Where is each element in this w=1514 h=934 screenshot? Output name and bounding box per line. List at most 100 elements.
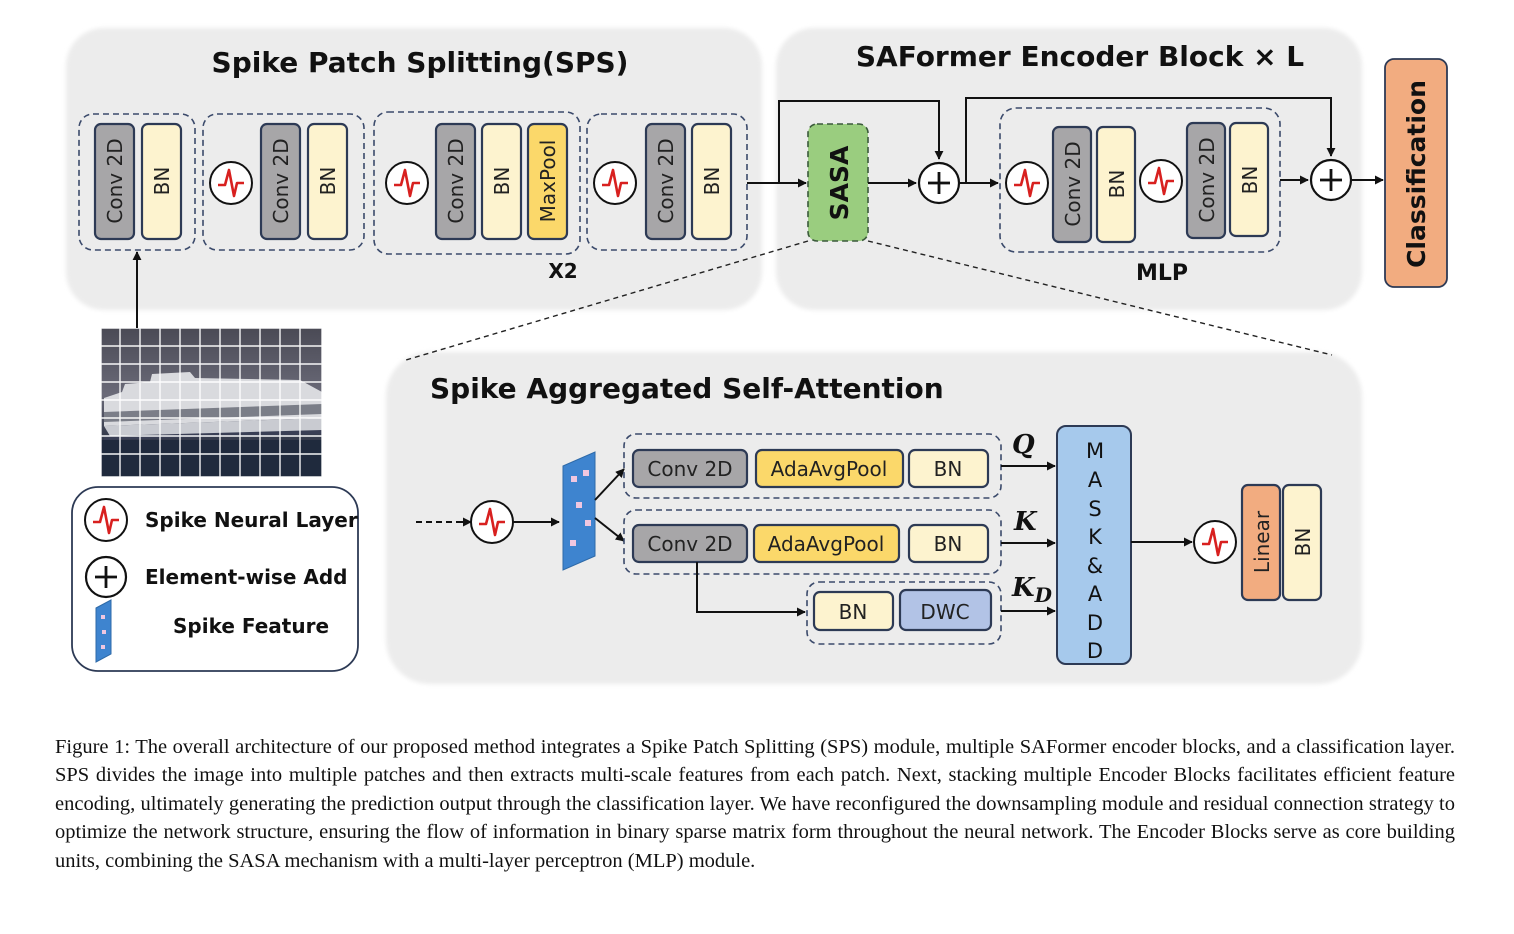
sps-bn-4-label: BN	[700, 167, 724, 196]
q-conv-label: Conv 2D	[647, 457, 732, 481]
svg-text:M: M	[1086, 439, 1104, 463]
svg-text:K: K	[1088, 525, 1103, 549]
feature-to-k-arrow	[594, 517, 625, 542]
q-adapool	[754, 448, 905, 489]
sps-title: Spike Patch Splitting(SPS)	[212, 46, 629, 79]
input-image	[100, 327, 323, 478]
sps-spike-icon-1	[208, 160, 254, 206]
output-bn-label: BN	[1291, 528, 1315, 557]
legend-element-wise-add: Element-wise Add	[145, 565, 347, 589]
output-bn-block	[1281, 483, 1323, 602]
figure-caption: Figure 1: The overall architecture of ou…	[55, 736, 1455, 872]
k-conv	[631, 523, 749, 564]
mlp-bn-1-label: BN	[1105, 170, 1129, 199]
sps-conv-3	[434, 122, 477, 241]
q-bn-label: BN	[934, 457, 963, 481]
k-adapool	[752, 523, 901, 564]
mlp-bn-2-label: BN	[1238, 166, 1262, 195]
legend-spike-feature: Spike Feature	[173, 614, 329, 638]
svg-text:A: A	[1088, 582, 1103, 606]
sps-group-4	[586, 113, 748, 251]
sps-conv-3-label: Conv 2D	[444, 138, 468, 223]
sps-bn-1	[140, 122, 183, 241]
mlp-conv-2-label: Conv 2D	[1195, 137, 1219, 222]
sps-maxpool	[526, 122, 569, 241]
sps-maxpool-label: MaxPool	[536, 140, 560, 223]
q-bn	[907, 448, 990, 489]
svg-text:A: A	[1088, 468, 1103, 492]
sps-repeat-label: X2	[548, 259, 577, 283]
sps-conv-4	[644, 122, 687, 241]
sps-bn-4	[690, 122, 733, 241]
zoom-line-left	[405, 240, 809, 361]
legend-box	[71, 486, 359, 672]
attention-spike-icon	[469, 499, 515, 545]
mlp-label: MLP	[1136, 261, 1188, 286]
mlp-conv-1	[1051, 125, 1093, 244]
k-conv-label: Conv 2D	[647, 532, 732, 556]
sasa-label: SASA	[825, 145, 854, 220]
output-spike-icon	[1192, 519, 1238, 565]
mlp-conv-2	[1185, 121, 1227, 240]
k-label: K	[1013, 507, 1038, 537]
sps-conv-1-label: Conv 2D	[103, 138, 127, 223]
classification-block	[1384, 58, 1448, 288]
mlp-spike-icon-1	[1004, 160, 1050, 206]
k-bn-label: BN	[934, 532, 963, 556]
encoder-title: SAFormer Encoder Block × L	[856, 40, 1304, 73]
svg-text:D: D	[1087, 639, 1103, 663]
legend-spike-icon	[83, 497, 129, 543]
linear-label: Linear	[1250, 510, 1274, 573]
sps-bn-2-label: BN	[316, 167, 340, 196]
kd-dwc	[898, 588, 993, 632]
sps-conv-2-label: Conv 2D	[269, 138, 293, 223]
sps-bn-1-label: BN	[150, 167, 174, 196]
q-label: Q	[1012, 430, 1035, 460]
mask-add-label: M A S K & A D D	[1086, 439, 1104, 663]
residual-skip-1	[778, 100, 944, 183]
sps-spike-icon-3	[592, 160, 638, 206]
legend-spike-feature-icon	[95, 599, 112, 663]
sps-bn-3-label: BN	[490, 167, 514, 196]
mlp-conv-1-label: Conv 2D	[1061, 141, 1085, 226]
sps-conv-4-label: Conv 2D	[654, 138, 678, 223]
mlp-spike-icon-2	[1138, 158, 1184, 204]
sps-conv-1	[93, 122, 136, 241]
k-adapool-label: AdaAvgPool	[768, 532, 885, 556]
encoder-add-icon-1	[917, 161, 961, 205]
sps-group-3	[373, 111, 581, 255]
sps-spike-icon-2	[384, 160, 430, 206]
mlp-bn-2	[1228, 121, 1270, 238]
kd-label: KD	[1011, 573, 1053, 607]
q-conv	[631, 448, 749, 489]
sps-bn-3	[480, 122, 523, 241]
svg-text:&: &	[1087, 554, 1103, 578]
kd-branch-group	[806, 581, 1002, 645]
residual-skip-2	[965, 97, 1336, 183]
legend-spike-neural-layer: Spike Neural Layer	[145, 508, 358, 532]
architecture-diagram: Spike Patch Splitting(SPS) SAFormer Enco…	[66, 28, 1448, 684]
svg-text:S: S	[1088, 497, 1101, 521]
linear-block	[1240, 483, 1282, 602]
k-bn	[907, 523, 990, 564]
attention-title: Spike Aggregated Self-Attention	[430, 372, 944, 405]
legend-add-icon	[84, 555, 128, 599]
kd-bn-label: BN	[839, 600, 868, 624]
q-adapool-label: AdaAvgPool	[771, 457, 888, 481]
zoom-line-right	[867, 240, 1333, 356]
mlp-group	[999, 107, 1281, 253]
attention-spike-feature-icon	[562, 451, 596, 571]
feature-to-q-arrow	[594, 468, 625, 501]
svg-text:D: D	[1087, 611, 1103, 635]
classification-label: Classification	[1402, 80, 1431, 268]
mask-add-block	[1056, 425, 1132, 665]
sps-group-1	[78, 113, 196, 251]
sps-group-2	[202, 113, 365, 251]
sps-bn-2	[306, 122, 349, 241]
kd-bn	[812, 590, 895, 632]
kd-dwc-label: DWC	[920, 600, 969, 624]
mlp-bn-1	[1095, 125, 1137, 244]
conv-to-kd-arrow	[696, 562, 806, 617]
sps-conv-2	[259, 122, 302, 241]
encoder-add-icon-2	[1309, 158, 1353, 202]
